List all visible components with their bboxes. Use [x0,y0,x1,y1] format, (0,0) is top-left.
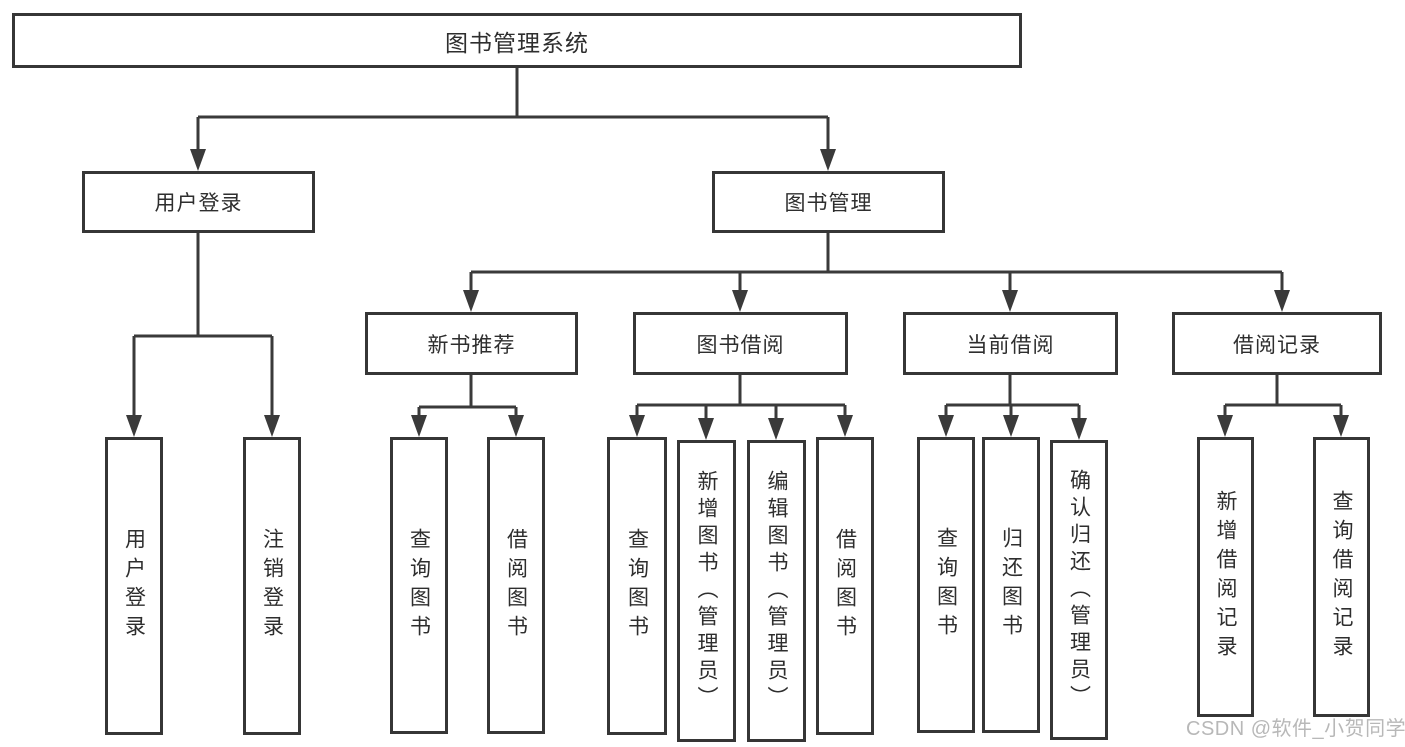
leaf-label: 确认归还（管理员） [1067,468,1091,712]
leaf-return-books: 归还图书 [982,437,1040,733]
leaf-label: 借阅图书 [504,527,528,644]
node-current-borrow: 当前借阅 [903,312,1118,375]
leaf-query-books-current: 查询图书 [917,437,975,733]
leaf-label: 归还图书 [999,527,1023,643]
leaf-label: 用户登录 [122,528,146,644]
node-book-management: 图书管理 [712,171,945,233]
leaf-user-login: 用户登录 [105,437,163,735]
leaf-edit-books-admin: 编辑图书（管理员） [747,440,806,742]
node-new-book-recommend: 新书推荐 [365,312,578,375]
leaf-label: 编辑图书（管理员） [765,469,789,713]
arrowheads [126,149,1349,440]
leaf-label: 新增图书（管理员） [695,469,719,713]
csdn-watermark: CSDN @软件_小贺同学 [1186,718,1405,740]
leaf-confirm-return-admin: 确认归还（管理员） [1050,440,1108,740]
leaf-label: 新增借阅记录 [1214,490,1238,664]
leaf-query-books-borrow: 查询图书 [607,437,667,735]
leaf-query-borrow-record: 查询借阅记录 [1313,437,1370,717]
leaf-label: 查询图书 [407,527,431,644]
leaf-add-books-admin: 新增图书（管理员） [677,440,736,742]
leaf-label: 注销登录 [260,528,284,644]
leaf-add-borrow-record: 新增借阅记录 [1197,437,1254,717]
leaf-label: 查询图书 [625,528,649,644]
leaf-borrow-books: 借阅图书 [816,437,874,735]
leaf-query-books-rec: 查询图书 [390,437,448,734]
leaf-label: 查询图书 [934,527,958,643]
tree-connector-path [132,68,1343,420]
leaf-label: 查询借阅记录 [1330,490,1354,664]
leaf-label: 借阅图书 [833,528,857,644]
node-borrow-record: 借阅记录 [1172,312,1382,375]
node-root-system: 图书管理系统 [12,13,1022,68]
node-user-login: 用户登录 [82,171,315,233]
leaf-borrow-books-rec: 借阅图书 [487,437,545,734]
node-book-borrow: 图书借阅 [633,312,848,375]
leaf-logout: 注销登录 [243,437,301,735]
